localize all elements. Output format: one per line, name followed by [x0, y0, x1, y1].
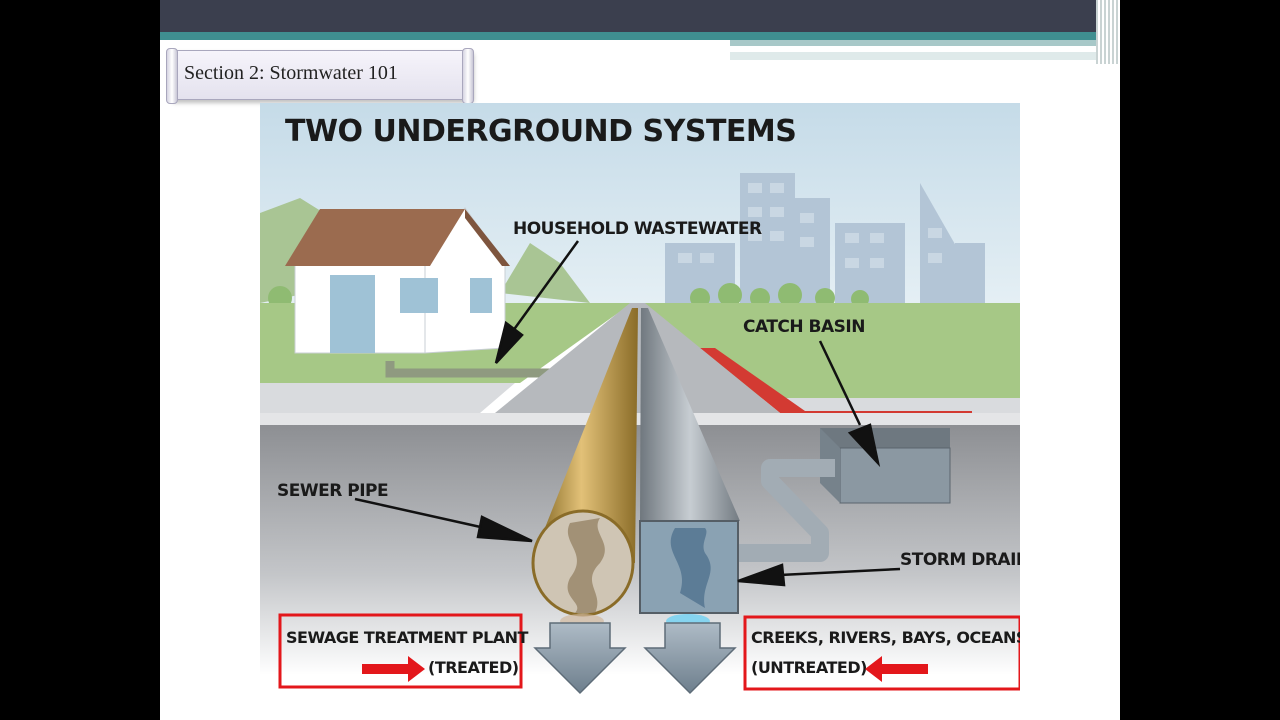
callout-pointers — [354, 240, 901, 587]
section-label-banner: Section 2: Stormwater 101 — [166, 48, 474, 104]
banner-roll-left — [166, 48, 178, 104]
storm-drain-body — [640, 308, 740, 521]
creeks-callout: CREEKS, RIVERS, BAYS, OCEANS (UNTREATED) — [743, 615, 1020, 691]
storm-connector-pipe — [730, 459, 835, 562]
sewage-red-arrow — [362, 656, 425, 682]
storm-down-arrow — [643, 622, 737, 695]
storm-drain-label: STORM DRAIN — [900, 550, 1020, 570]
sewer-pipe-label: SEWER PIPE — [277, 481, 388, 501]
creeks-line2: (UNTREATED) — [751, 658, 867, 677]
road-surface — [260, 413, 1020, 425]
sewer-pipe-body — [535, 308, 638, 563]
sewage-callout: SEWAGE TREATMENT PLANT (TREATED) — [278, 613, 529, 689]
header-accent-line — [160, 32, 1120, 40]
household-wastewater-label: HOUSEHOLD WASTEWATER — [513, 219, 762, 239]
banner-roll-right — [462, 48, 474, 104]
catch-basin — [820, 428, 951, 504]
house — [285, 207, 510, 354]
sewer-down-arrow — [533, 622, 627, 695]
street — [495, 303, 780, 413]
storm-flow — [670, 528, 711, 608]
two-systems-diagram: TWO UNDERGROUND SYSTEMS HOUSEHOLD WASTEW… — [260, 103, 1020, 695]
header-accent-line-light — [730, 40, 1120, 46]
creeks-red-arrow — [865, 656, 928, 682]
sidewalk-left — [260, 383, 515, 413]
skyline-windows — [678, 183, 942, 268]
section-label-text: Section 2: Stormwater 101 — [184, 62, 398, 84]
catch-basin-label: CATCH BASIN — [743, 317, 865, 337]
sewage-line1: SEWAGE TREATMENT PLANT — [286, 628, 529, 647]
sewer-flow — [567, 518, 605, 613]
hill-mid — [500, 243, 590, 303]
header-band — [160, 0, 1120, 32]
header-stripes — [1096, 0, 1120, 64]
header-accent-line-faint — [730, 52, 1110, 60]
sewage-line2: (TREATED) — [428, 658, 519, 677]
diagram-title: TWO UNDERGROUND SYSTEMS — [285, 114, 796, 149]
creeks-line1: CREEKS, RIVERS, BAYS, OCEANS — [751, 628, 1020, 647]
banner-scroll — [170, 50, 472, 100]
household-pipe — [385, 361, 620, 378]
